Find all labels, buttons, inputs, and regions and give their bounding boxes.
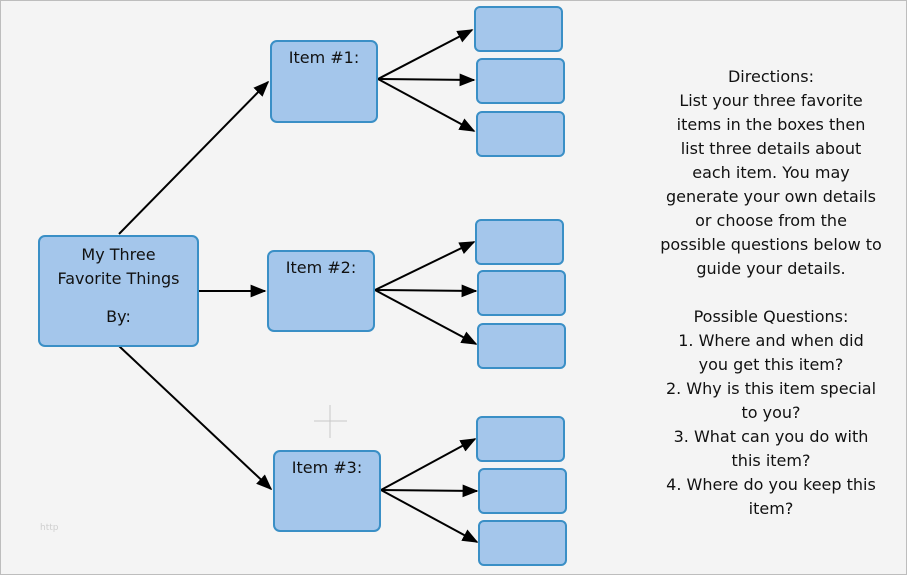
item-1-label: Item #1: [288,48,360,67]
directions-line: List your three favorite [679,91,863,110]
directions-line: list three details about [680,139,862,158]
item-1-detail-box-2[interactable] [476,58,565,104]
item-3-detail-box-1[interactable] [476,416,565,462]
arrow-item-3-detail-3 [380,489,479,543]
item-3-detail-box-2[interactable] [478,468,567,514]
arrow-item-2-detail-2 [374,284,478,298]
center-node[interactable]: My Three Favorite Things By: [38,235,199,347]
questions-title: Possible Questions: [693,307,849,326]
question-line: to you? [741,403,801,422]
center-by-label: By: [106,307,131,326]
crosshair-cursor [314,405,347,438]
question-line: this item? [731,451,811,470]
item-node-2[interactable]: Item #2: [267,250,375,332]
watermark: http [40,523,59,533]
arrow-item-3-detail-2 [380,484,479,498]
item-3-detail-box-3[interactable] [478,520,567,566]
question-line: 2. Why is this item special [665,379,877,398]
spacer [650,281,892,305]
arrow-item-2-detail-3 [374,289,478,345]
question-line: 4. Where do you keep this [666,475,876,494]
item-2-detail-box-3[interactable] [477,323,566,369]
directions-line: items in the boxes then [676,115,866,134]
directions-line: each item. You may [692,163,850,182]
question-line: 1. Where and when did [678,331,864,350]
arrow-item-2-detail-1 [374,241,476,291]
directions-line: guide your details. [696,259,846,278]
arrow-center-to-item-1 [118,80,270,235]
arrow-item-1-detail-3 [377,78,476,132]
directions-line: or choose from the [695,211,847,230]
question-line: you get this item? [698,355,844,374]
item-2-label: Item #2: [285,258,357,277]
directions-line: generate your own details [665,187,877,206]
item-1-detail-box-1[interactable] [474,6,563,52]
question-line: item? [748,499,794,518]
item-2-detail-box-2[interactable] [477,270,566,316]
directions-title: Directions: [727,67,814,86]
arrow-item-3-detail-1 [380,438,477,491]
arrow-center-to-item-3 [118,345,273,491]
center-title-line-1: My Three [81,245,156,264]
question-line: 3. What can you do with [673,427,869,446]
center-title-line-2: Favorite Things [57,269,180,288]
directions-line: possible questions below to [660,235,882,254]
item-node-3[interactable]: Item #3: [273,450,381,532]
item-1-detail-box-3[interactable] [476,111,565,157]
arrow-item-1-detail-1 [377,29,474,80]
item-3-label: Item #3: [291,458,363,477]
item-2-detail-box-1[interactable] [475,219,564,265]
arrow-item-1-detail-2 [377,73,476,87]
item-node-1[interactable]: Item #1: [270,40,378,123]
directions-panel: Directions: List your three favorite ite… [650,65,892,521]
